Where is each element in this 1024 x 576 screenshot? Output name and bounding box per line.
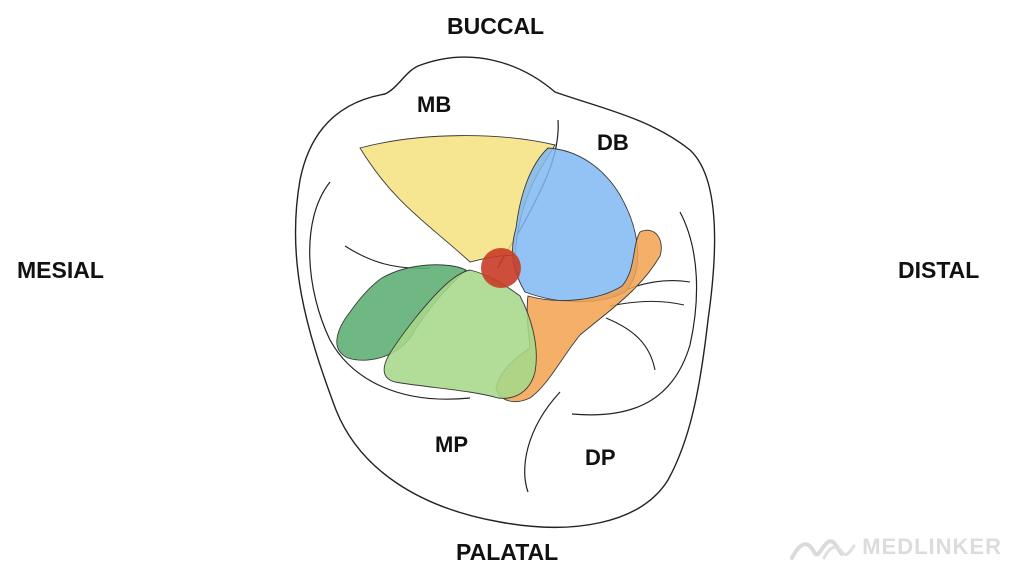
dp-cusp-label: DP bbox=[585, 445, 616, 470]
distal-label: DISTAL bbox=[898, 257, 980, 283]
mp-cusp-label: MP bbox=[435, 432, 468, 457]
tooth-outline bbox=[294, 56, 716, 528]
groove-line bbox=[309, 181, 471, 400]
buccal-label: BUCCAL bbox=[447, 13, 545, 39]
db-cusp-label: DB bbox=[597, 130, 629, 155]
db-cusp-region bbox=[512, 147, 639, 303]
groove-line bbox=[609, 300, 685, 307]
groove-line bbox=[524, 391, 561, 493]
medlinker-logo-icon bbox=[790, 539, 856, 560]
watermark: MEDLINKER bbox=[790, 532, 1002, 562]
groove-line bbox=[605, 317, 656, 371]
mp-cusp-region bbox=[383, 269, 537, 399]
central-fossa-point bbox=[481, 248, 521, 288]
palatal-label: PALATAL bbox=[456, 539, 559, 565]
groove-line bbox=[571, 211, 698, 416]
mb-cusp-label: MB bbox=[417, 92, 452, 117]
watermark-text: MEDLINKER bbox=[862, 534, 1002, 559]
mesial-label: MESIAL bbox=[17, 257, 104, 283]
groove-line bbox=[344, 245, 431, 269]
